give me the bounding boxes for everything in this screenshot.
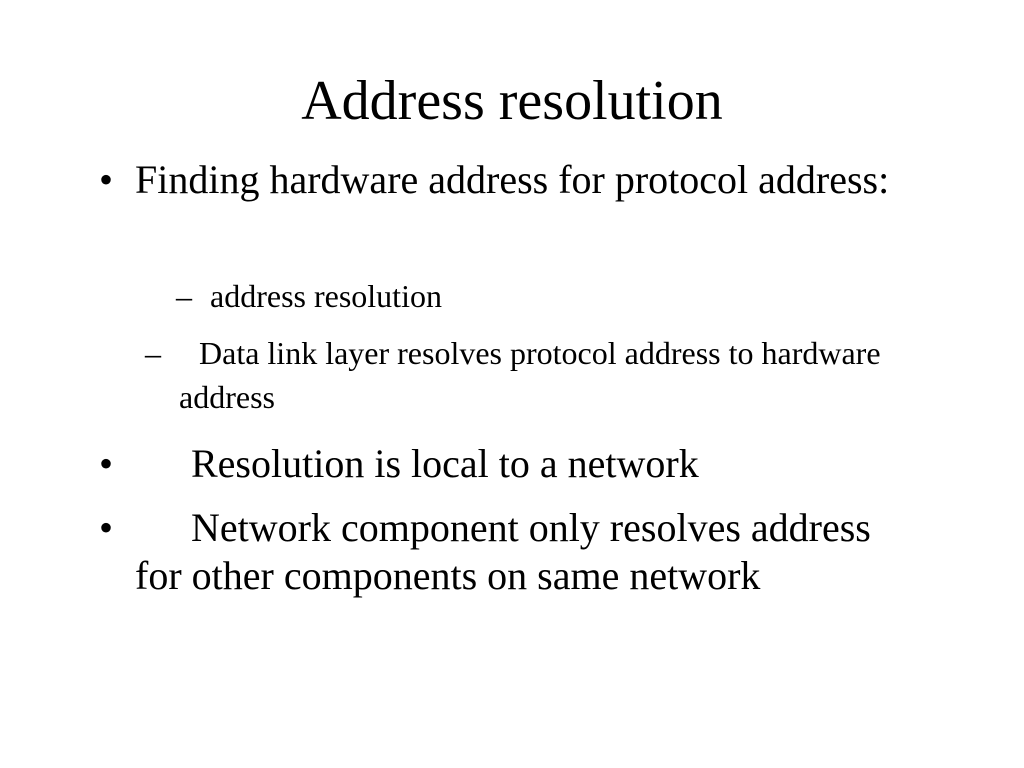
bullet-item: • Resolution is local to a network — [99, 440, 895, 488]
bullet-marker: • — [99, 441, 114, 486]
bullet-marker: • — [99, 505, 114, 550]
bullet-text: Finding hardware address for protocol ad… — [135, 157, 890, 202]
bullet-marker: • — [99, 157, 114, 202]
sub-bullet-item: – address resolution — [176, 274, 910, 318]
sub-bullet-marker: – — [145, 335, 161, 371]
bullet-text: Resolution is local to a network — [191, 441, 699, 486]
bullet-text: Network component only resolves address … — [135, 505, 871, 598]
slide-title: Address resolution — [301, 70, 723, 132]
sub-bullet-item: – Data link layer resolves protocol addr… — [145, 331, 919, 419]
sub-bullet-text: address resolution — [210, 278, 442, 314]
bullet-item: • Network component only resolves addres… — [99, 504, 895, 600]
bullet-item: • Finding hardware address for protocol … — [99, 156, 895, 204]
sub-bullet-marker: – — [176, 278, 192, 314]
sub-bullet-text: Data link layer resolves protocol addres… — [179, 335, 881, 415]
